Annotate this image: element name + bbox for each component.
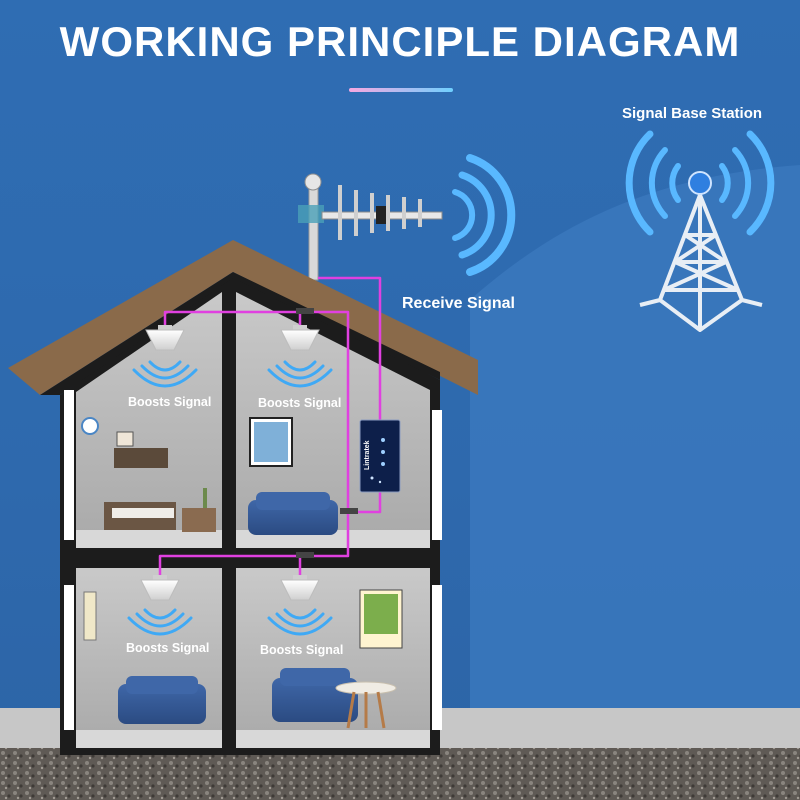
boost-label-room-1: Boosts Signal xyxy=(128,395,212,409)
gravel-ground xyxy=(0,748,800,800)
signal-booster-device xyxy=(359,419,401,493)
cell-tower-icon xyxy=(639,171,763,332)
cable-splitters xyxy=(296,308,358,558)
house-roof xyxy=(8,240,478,395)
boost-label-room-3: Boosts Signal xyxy=(126,641,210,655)
background-hill xyxy=(470,165,800,710)
page-title: WORKING PRINCIPLE DIAGRAM xyxy=(59,18,741,65)
boost-label-room-2: Boosts Signal xyxy=(258,396,342,410)
booster-brand-text: Lintratek xyxy=(364,440,371,470)
title-underline xyxy=(349,88,453,92)
yagi-antenna-icon xyxy=(298,173,443,281)
lower-right-furniture xyxy=(272,589,403,729)
indoor-signal-waves-icon xyxy=(127,360,333,636)
ceiling-antenna-room-4-icon xyxy=(280,575,320,601)
upper-right-furniture xyxy=(248,417,338,535)
ceiling-antenna-room-3-icon xyxy=(140,575,180,601)
boost-label-room-4: Boosts Signal xyxy=(260,643,344,657)
bedroom-furniture xyxy=(81,417,216,532)
base-station-label: Signal Base Station xyxy=(622,105,763,122)
ceiling-antenna-room-1-icon xyxy=(145,325,185,351)
ceiling-antenna-room-2-icon xyxy=(280,325,320,351)
room-upper-left xyxy=(76,292,222,548)
tower-signal-waves-icon xyxy=(625,130,775,236)
lower-left-furniture xyxy=(83,591,206,724)
coax-cable xyxy=(158,276,382,575)
receive-signal-label: Receive Signal xyxy=(402,295,515,312)
antenna-receive-waves-icon xyxy=(452,154,516,276)
